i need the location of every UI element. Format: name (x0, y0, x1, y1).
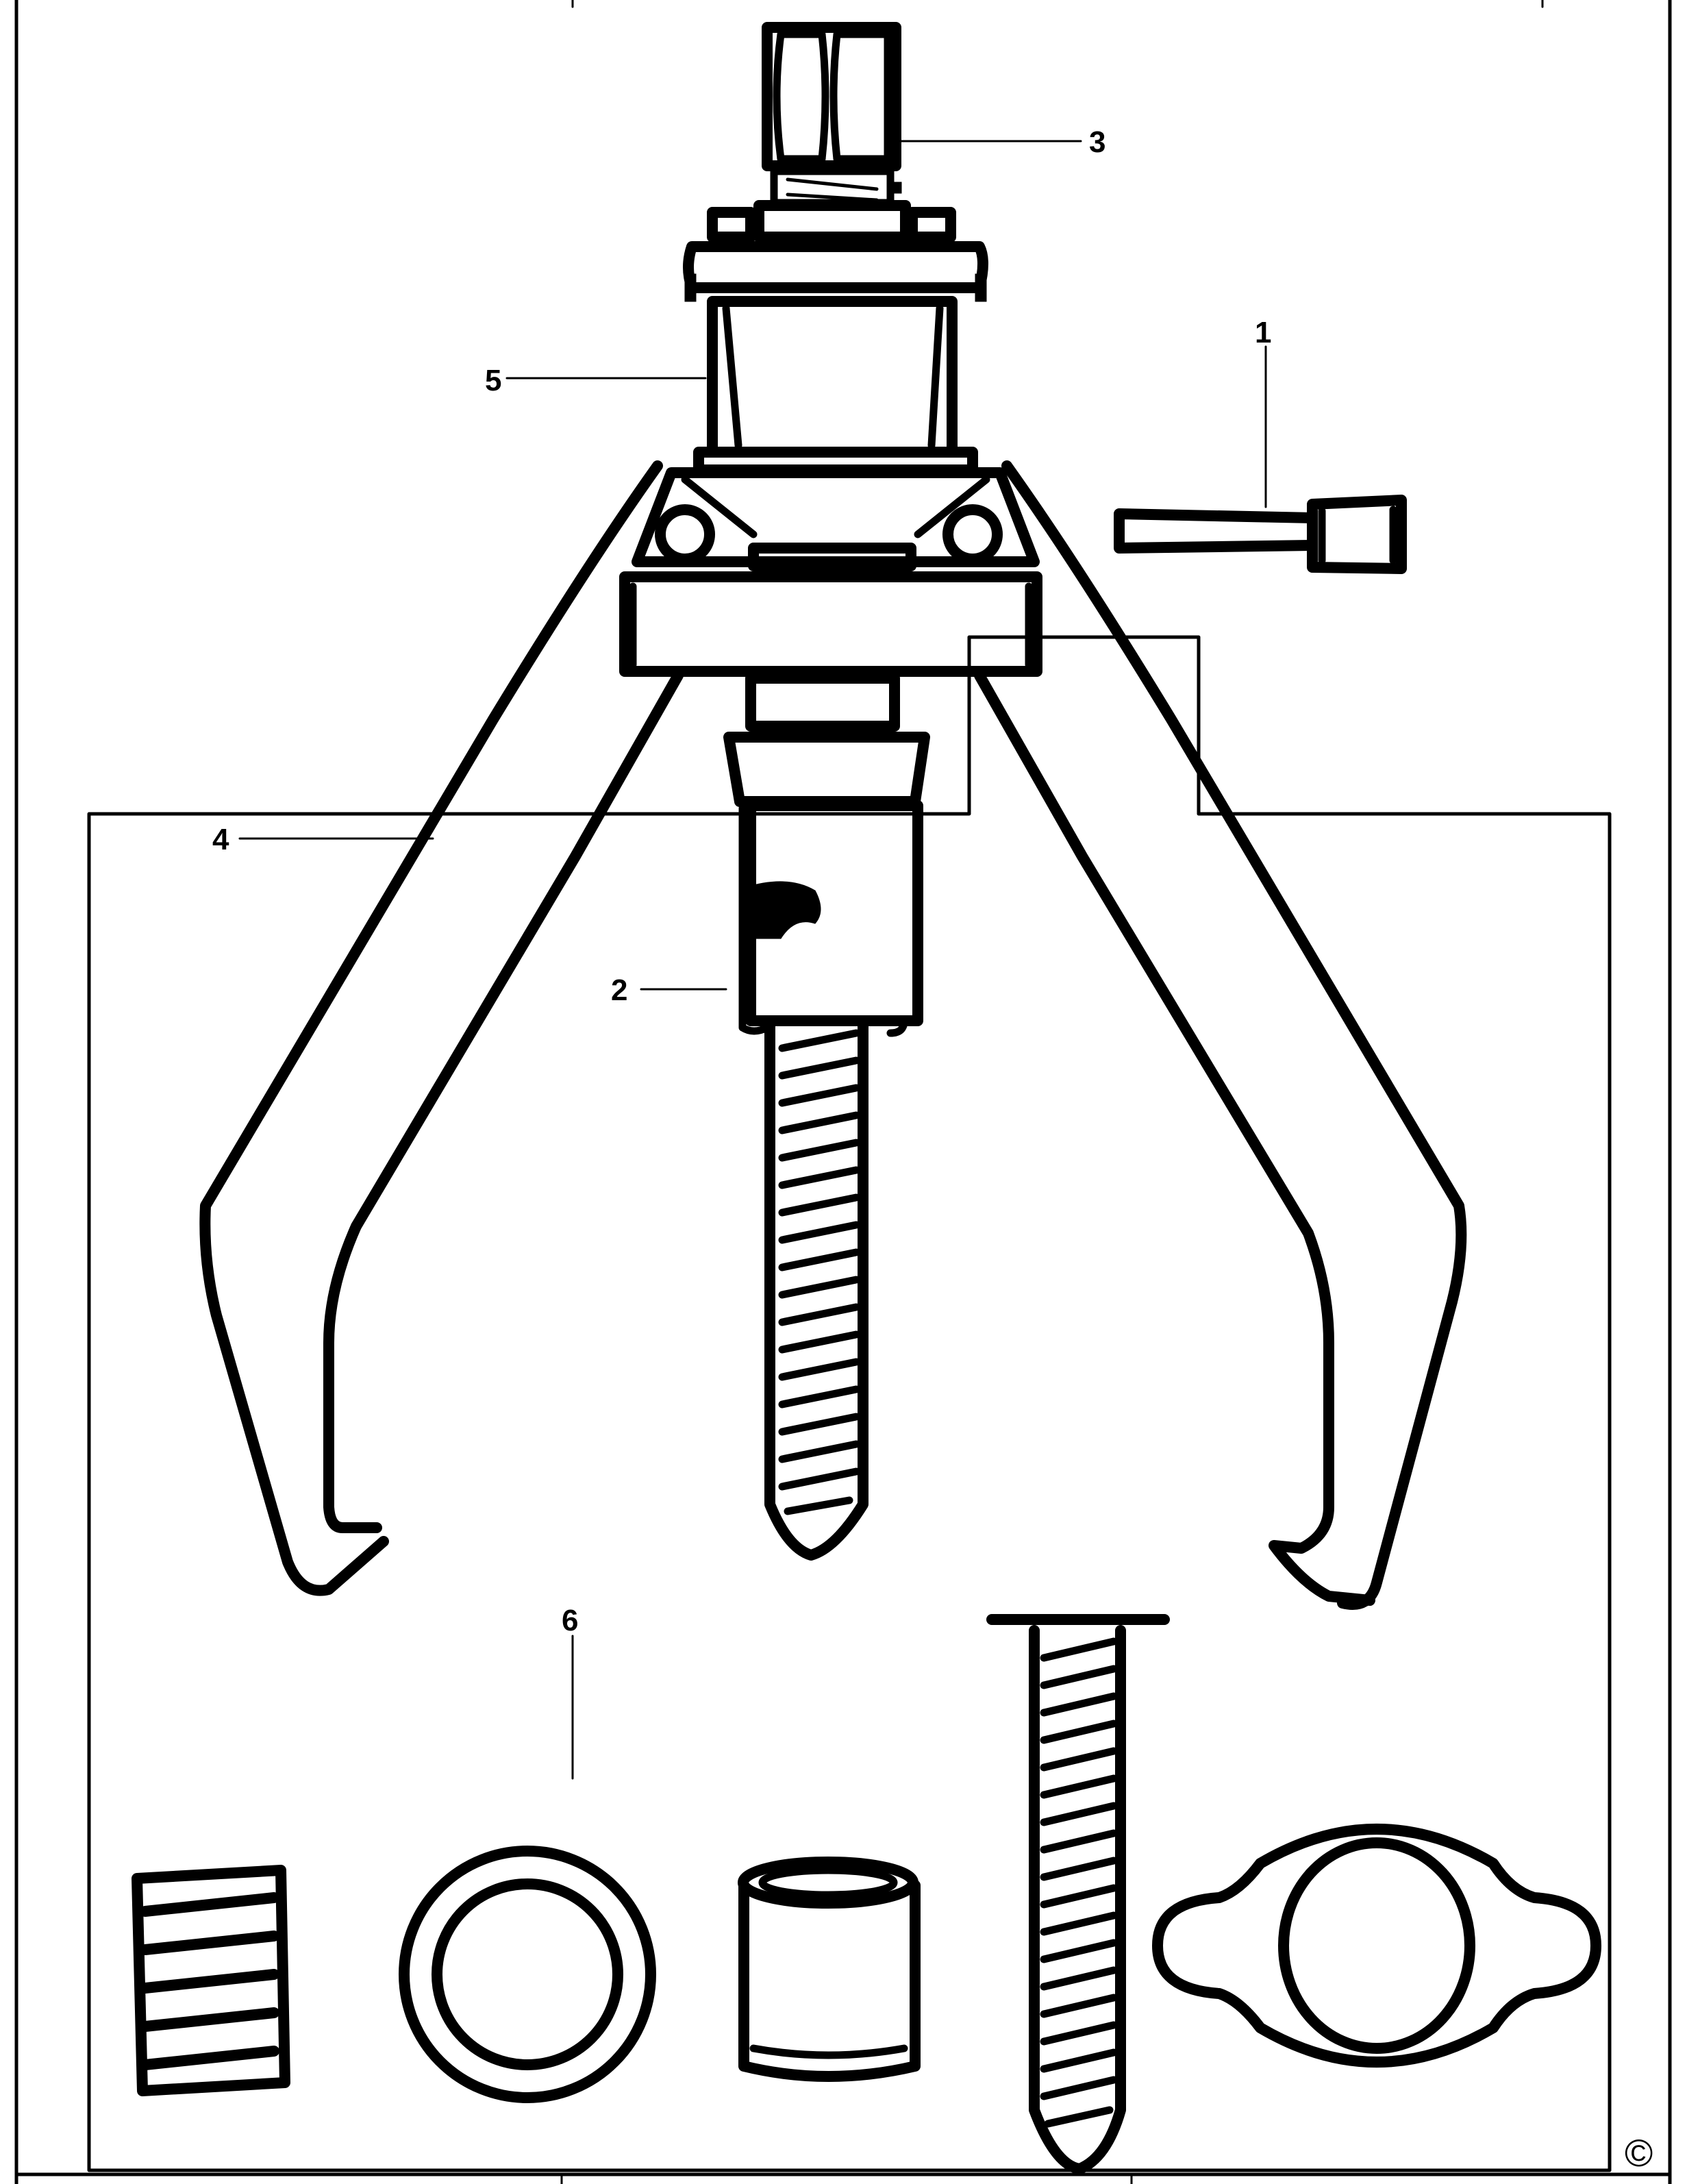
callout-labels: 3 1 5 4 2 6 © (212, 125, 1653, 2174)
part-4-jaws (199, 460, 1467, 1610)
part-5-body (683, 241, 988, 475)
callout-1: 1 (1255, 316, 1271, 349)
copyright-mark: © (1625, 2131, 1653, 2174)
callout-6: 6 (562, 1604, 578, 1637)
kit-sleeve (738, 1857, 921, 2082)
callout-5: 5 (485, 364, 501, 397)
callout-3: 3 (1089, 125, 1105, 159)
kit-threaded-adaptor (132, 1865, 290, 2096)
callout-4: 4 (212, 823, 229, 856)
part-1-tommy-bar (1114, 495, 1407, 574)
page-frame (14, 0, 1672, 2184)
part-3-top-nut (707, 22, 956, 243)
part-2-forcing-screw (723, 673, 930, 1561)
screw-threads (778, 1029, 860, 1515)
kit-long-screw (986, 1614, 1170, 2174)
kit-wing-nut (1152, 1824, 1601, 2068)
part-6-accessory-kit (87, 635, 1612, 2174)
callout-2: 2 (611, 973, 627, 1007)
kit-ring (399, 1846, 656, 2103)
leader-lines (238, 140, 1267, 1780)
